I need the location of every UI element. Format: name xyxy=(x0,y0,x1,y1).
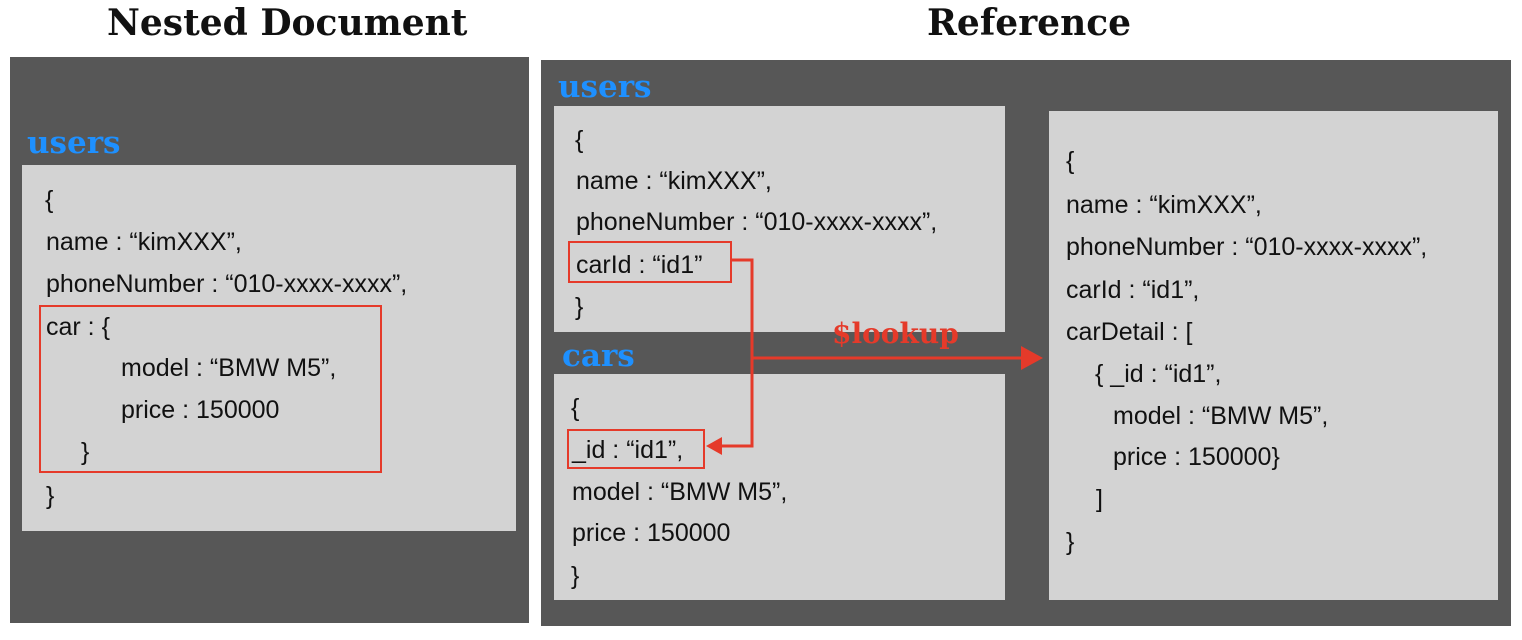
nested-users-collection-label: users xyxy=(27,125,121,161)
nested-doc-line-name: name : “kimXXX”, xyxy=(46,228,242,256)
result-line-detail-model: model : “BMW M5”, xyxy=(1113,402,1329,430)
ref-user-line-carid: carId : “id1” xyxy=(576,251,703,279)
ref-car-line-close: } xyxy=(571,562,580,590)
result-line-detail-price: price : 150000} xyxy=(1113,443,1280,471)
ref-car-line-id: _id : “id1”, xyxy=(572,436,684,464)
result-line-name: name : “kimXXX”, xyxy=(1066,191,1262,219)
result-line-phone: phoneNumber : “010-xxxx-xxxx”, xyxy=(1066,233,1428,261)
nested-doc-line-close: } xyxy=(46,482,55,510)
carid-to-id-connector xyxy=(718,258,754,448)
ref-car-line-price: price : 150000 xyxy=(572,519,731,547)
result-line-carid: carId : “id1”, xyxy=(1066,276,1200,304)
ref-car-line-model: model : “BMW M5”, xyxy=(572,478,788,506)
nested-doc-line-price: price : 150000 xyxy=(121,396,280,424)
ref-user-line-name: name : “kimXXX”, xyxy=(576,167,772,195)
nested-document-title: Nested Document xyxy=(107,2,468,44)
car-id-highlight xyxy=(567,429,705,469)
lookup-label: $lookup xyxy=(832,317,959,350)
result-line-detail-id: { _id : “id1”, xyxy=(1095,360,1222,388)
nested-user-document-box xyxy=(22,165,516,531)
lookup-arrow-head xyxy=(1021,346,1043,370)
result-line-open: { xyxy=(1066,147,1075,175)
ref-user-line-close: } xyxy=(575,293,584,321)
reference-users-collection-label: users xyxy=(558,69,652,105)
reference-car-document-box xyxy=(554,374,1005,600)
ref-user-line-phone: phoneNumber : “010-xxxx-xxxx”, xyxy=(576,208,938,236)
id-arrow-head xyxy=(706,437,722,455)
nested-doc-line-open: { xyxy=(45,186,54,214)
nested-doc-line-model: model : “BMW M5”, xyxy=(121,354,337,382)
ref-user-line-open: { xyxy=(575,126,584,154)
result-line-array-close: ] xyxy=(1096,485,1103,513)
ref-car-line-open: { xyxy=(571,394,580,422)
nested-doc-line-car: car : { xyxy=(46,313,110,341)
lookup-result-document-box xyxy=(1049,111,1498,600)
carid-highlight xyxy=(568,241,732,283)
nested-doc-line-car-close: } xyxy=(81,438,90,466)
reference-user-document-box xyxy=(554,106,1005,332)
nested-doc-line-phone: phoneNumber : “010-xxxx-xxxx”, xyxy=(46,270,408,298)
result-line-close: } xyxy=(1066,528,1075,556)
nested-car-highlight xyxy=(39,305,382,473)
reference-cars-collection-label: cars xyxy=(562,338,635,374)
reference-title: Reference xyxy=(927,2,1132,44)
result-line-cardetail: carDetail : [ xyxy=(1066,318,1193,346)
